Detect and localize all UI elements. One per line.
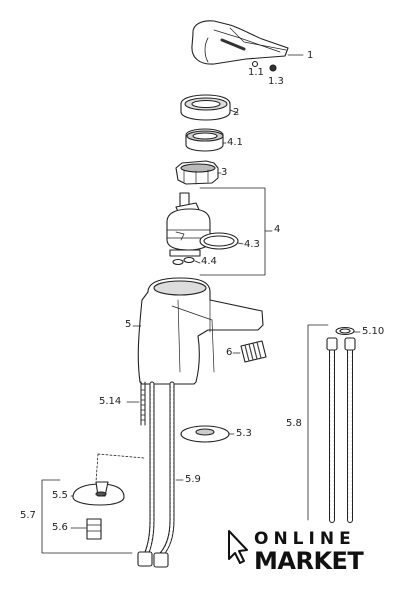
base-plate	[180, 425, 230, 443]
label-part-3: 3	[221, 167, 228, 178]
retaining-nut	[175, 160, 219, 185]
handle-screws	[251, 60, 277, 72]
label-part-5-7: 5.7	[20, 510, 36, 521]
label-part-4: 4	[274, 224, 281, 235]
label-part-4-4: 4.4	[201, 256, 217, 267]
hose-seals	[335, 326, 355, 336]
small-seals	[172, 256, 195, 266]
group-bracket-5-7	[41, 479, 133, 554]
group-bracket-5-8	[307, 324, 329, 521]
label-part-1: 1	[307, 50, 314, 61]
label-part-5-10: 5.10	[362, 326, 385, 337]
label-part-5-6: 5.6	[52, 522, 68, 533]
mounting-bracket	[72, 481, 125, 506]
supply-hoses	[326, 337, 356, 523]
group-bracket-4	[199, 187, 266, 276]
label-part-2: 2	[233, 107, 240, 118]
mounting-guide-line	[95, 453, 145, 483]
cartridge	[166, 192, 211, 257]
label-part-5-3: 5.3	[236, 428, 252, 439]
label-part-4-1: 4.1	[227, 137, 243, 148]
label-part-5-9: 5.9	[185, 474, 201, 485]
lever-handle	[191, 20, 289, 65]
label-part-5-14: 5.14	[99, 396, 122, 407]
mounting-nut	[86, 518, 102, 540]
label-part-5-5: 5.5	[52, 490, 68, 501]
label-part-1-1: 1.1	[248, 67, 264, 78]
aerator	[240, 340, 267, 363]
threaded-stud	[140, 381, 146, 426]
cover-cap	[180, 94, 231, 121]
label-part-1-3: 1.3	[268, 76, 284, 87]
cursor-logo-icon	[228, 530, 248, 564]
brand-line-1: ONLINE	[254, 529, 356, 549]
label-part-4-3: 4.3	[244, 239, 260, 250]
faucet-body	[137, 277, 264, 385]
brand-line-2: MARKET	[254, 547, 364, 575]
adapter-ring	[185, 128, 224, 152]
label-part-5-8: 5.8	[286, 418, 302, 429]
label-part-5: 5	[125, 319, 132, 330]
brand-logo: ONLINE MARKET	[226, 527, 366, 577]
cartridge-seal-ring	[199, 232, 239, 250]
faucet-hoses	[137, 381, 175, 568]
label-part-6: 6	[226, 347, 233, 358]
